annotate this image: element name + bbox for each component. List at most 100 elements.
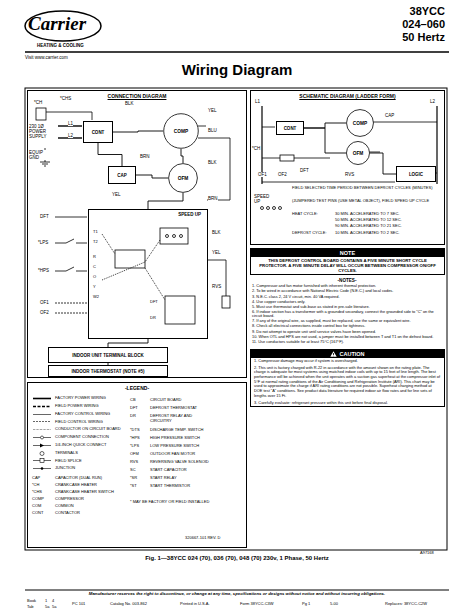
rule-line — [25, 52, 449, 590]
label-text: 1. Compressor and fan motor furnished wi… — [252, 284, 442, 288]
label-text: L1 — [68, 121, 73, 126]
notice-title: NOTE — [340, 250, 355, 256]
label-text: DR — [150, 316, 156, 321]
legend-row: 1/4-INCH QUICK CONNECT — [32, 443, 106, 448]
legend-row: JUNCTION — [32, 466, 75, 471]
label-text: L1 — [255, 99, 260, 104]
label-text: COMP — [32, 497, 44, 502]
label-text: DEFROST THERMOSTAT — [150, 406, 197, 411]
label-text: *CH — [32, 483, 39, 488]
wire-line — [55, 313, 87, 314]
legend-text: JUNCTION — [55, 466, 75, 471]
label-text: Visit www.carrier.com — [25, 55, 68, 60]
notice-header: CAUTION — [251, 350, 444, 358]
label-text: Catalog No. 003-862 — [110, 602, 147, 607]
wire-line — [40, 162, 50, 163]
label-text: T2 — [93, 240, 98, 245]
legend-sample — [32, 443, 52, 448]
label-text: *HPS — [38, 268, 49, 273]
motor-outline — [346, 141, 369, 164]
label-text: OF1 — [40, 300, 49, 305]
figure-caption: Fig. 1—38YCC 024 (70), 036 (70), 048 (70… — [127, 555, 347, 563]
label-text: DFT — [130, 406, 138, 411]
wire-line — [262, 127, 275, 128]
label-text: O — [93, 275, 96, 280]
motor-circle: COMP — [163, 113, 199, 149]
label-text: CONT — [32, 511, 43, 516]
label-text: Book — [27, 599, 36, 604]
label-text: 1 — [45, 599, 47, 604]
wire-connector — [108, 339, 148, 347]
legend-sample — [32, 427, 52, 432]
legend-sample — [32, 435, 52, 440]
legend-sample — [40, 451, 44, 455]
label-text: 2. To be wired in accordance with Nation… — [252, 289, 442, 293]
component-label: OFM — [178, 176, 189, 181]
wire-line — [102, 234, 115, 254]
label-text: HIGH PRESSURE SWITCH — [150, 436, 200, 441]
label-text: 7. If any of the original wire, as suppl… — [252, 319, 442, 323]
component-label: INDOOR THERMOSTAT (NOTE #5) — [72, 369, 145, 374]
label-text: CAPACITOR (DUAL RUN) — [55, 476, 102, 481]
label-text: * MAY BE FACTORY OR FIELD INSTALLED — [130, 500, 240, 505]
label-text: (JUMPERED TEST PINS (USE METAL OBJECT), … — [292, 199, 442, 204]
legend-text: FIELD POWER WIRING — [55, 404, 99, 409]
label-text: RVS — [345, 172, 354, 177]
label-text: FIELD SELECTED TIME PERIOD BETWEEN DEFRO… — [292, 186, 442, 191]
label-text: W2 — [93, 295, 99, 300]
wire-line — [55, 271, 66, 272]
legend-row: FIELD CONTROL WIRING — [32, 419, 103, 424]
legend-row: CONDUCTOR ON CIRCUIT BOARD — [32, 427, 121, 432]
label-text: 90 MIN. ACCELERATED TO 21 SEC. — [335, 224, 402, 229]
legend-sample — [40, 459, 44, 463]
label-text: Form 38YCC-C3W — [240, 602, 274, 607]
wire-line — [280, 155, 294, 161]
legend-row: FIELD POWER WIRING — [32, 404, 99, 409]
model-number: 38YCC — [410, 5, 445, 18]
legend-text: FIELD CONTROL WIRING — [55, 420, 103, 425]
legend-sample — [33, 421, 51, 422]
legend-sample — [32, 458, 52, 463]
wire-line — [55, 217, 87, 218]
legend-text: FACTORY POWER WIRING — [55, 396, 106, 401]
label-text: BRN — [140, 154, 150, 159]
label-text: T1 — [93, 230, 98, 235]
wire-connector — [136, 175, 168, 178]
wire-line — [273, 207, 276, 210]
rule-line — [25, 590, 449, 591]
wire-line — [180, 235, 183, 238]
wire-connector — [304, 123, 346, 128]
label-text: *CH — [252, 146, 260, 151]
label-text: YEL — [212, 250, 221, 255]
notice-title: CAUTION — [339, 351, 364, 357]
component-box: INDOOR THERMOSTAT (NOTE #5) — [48, 365, 168, 377]
legend-sample — [32, 451, 52, 456]
label-text: YEL — [208, 108, 217, 113]
label-text: R — [93, 255, 96, 260]
label-text: LOW PRESSURE SWITCH — [150, 444, 199, 449]
wire-line — [55, 303, 87, 304]
legend-sample — [41, 467, 44, 470]
label-text: L2 — [68, 133, 73, 138]
notice-text: THIS DEFROST CONTROL BOARD CONTAINS A FI… — [251, 257, 444, 274]
label-text: BLK — [212, 230, 221, 235]
label-text: 50 MIN. ACCELERATED TO 12 SEC. — [335, 218, 402, 223]
component-label: OFM — [353, 151, 364, 156]
motor-circle: OFM — [168, 163, 198, 193]
notice-text: 2. This unit is factory charged with R-2… — [251, 365, 444, 400]
legend-row: FACTORY CONTROL WIRING — [32, 412, 110, 417]
label-text: EQUIP GND — [29, 150, 53, 160]
label-text: 4 — [52, 599, 54, 604]
label-text: A97168 — [420, 551, 434, 556]
label-text: Manufacturer reserves the right to disco… — [25, 592, 449, 597]
label-text: *ST — [130, 484, 137, 489]
label-text: OF1 — [258, 172, 267, 177]
label-text: START RELAY — [150, 476, 177, 481]
legend-text: TERMINALS — [55, 451, 78, 456]
notice-text: 1. Compressor damage may occur if system… — [251, 358, 444, 365]
label-text: OUTDOOR FAN MOTOR — [150, 452, 195, 457]
notice-box: NOTETHIS DEFROST CONTROL BOARD CONTAINS … — [250, 248, 445, 275]
wire-line — [262, 158, 280, 159]
wire-connector — [304, 128, 346, 153]
logo-oval — [25, 11, 101, 41]
